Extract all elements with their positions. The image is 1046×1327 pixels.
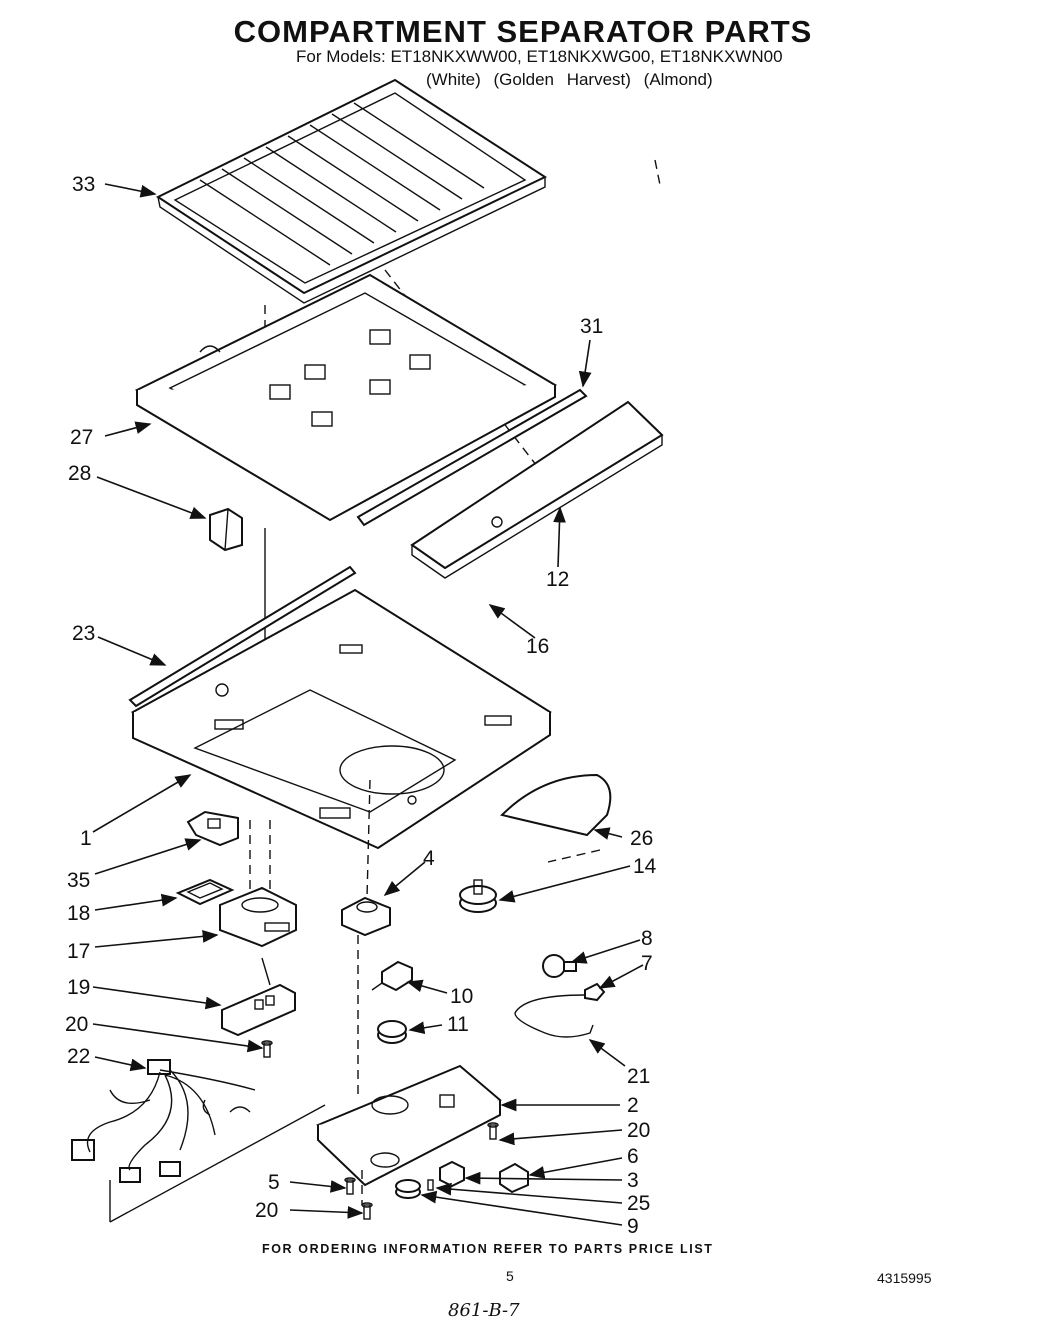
control-housing-part	[219, 886, 297, 948]
strip-part	[356, 388, 588, 527]
thermostat-control-part	[221, 957, 296, 1037]
callout-18: 18	[67, 902, 90, 925]
edge-strip-part	[128, 565, 357, 708]
callout-26: 26	[630, 827, 653, 850]
callout-25: 25	[627, 1192, 650, 1215]
callout-19: 19	[67, 976, 90, 999]
terminal-part	[439, 1160, 465, 1188]
page-number: 5	[506, 1268, 514, 1284]
color-variants: (White) (Golden Harvest) (Almond)	[426, 70, 713, 89]
callout-35: 35	[67, 869, 90, 892]
screw-part	[487, 1122, 499, 1140]
ordering-note: FOR ORDERING INFORMATION REFER TO PARTS …	[262, 1242, 714, 1256]
callout-20-right: 20	[627, 1119, 650, 1142]
callout-22: 22	[67, 1045, 90, 1068]
separator-pan-part	[130, 588, 552, 850]
damper-control-part	[341, 896, 391, 937]
callout-16: 16	[526, 635, 549, 658]
model-list: For Models: ET18NKXWW00, ET18NKXWG00, ET…	[296, 47, 783, 66]
callout-21: 21	[627, 1065, 650, 1088]
bezel-part	[175, 878, 235, 906]
callout-20-upper: 20	[65, 1013, 88, 1036]
screw-part	[261, 1040, 273, 1058]
callout-31: 31	[580, 315, 603, 338]
rivet-part	[427, 1179, 434, 1191]
damper-knob-part	[395, 1179, 421, 1199]
screw-part	[361, 1202, 373, 1220]
callout-14: 14	[633, 855, 657, 878]
callout-labels: 33 31 27 28 12 23 16 1 26 35 4 14 18 17 …	[65, 173, 657, 1238]
callout-10: 10	[450, 985, 473, 1008]
callout-28: 28	[68, 462, 91, 485]
callout-6: 6	[627, 1145, 639, 1168]
channel-part	[410, 400, 664, 579]
callout-7: 7	[641, 952, 653, 975]
callout-2: 2	[627, 1094, 639, 1117]
light-bulb-part	[542, 954, 577, 978]
control-housing-tray-part	[316, 1064, 502, 1205]
callout-9: 9	[627, 1215, 639, 1238]
switch-part	[371, 960, 413, 992]
grommet-part	[459, 879, 497, 913]
housing-clip-part	[186, 810, 239, 847]
shelf-frame-part	[134, 273, 558, 522]
callout-11: 11	[447, 1013, 469, 1036]
page-title: COMPARTMENT SEPARATOR PARTS	[233, 14, 813, 49]
callout-8: 8	[641, 927, 653, 950]
callout-20-lower: 20	[255, 1199, 278, 1222]
callout-3: 3	[627, 1169, 639, 1192]
handwritten-note: 861-B-7	[448, 1300, 520, 1321]
socket-wires-part	[514, 994, 594, 1038]
knob-part	[377, 1020, 407, 1044]
callout-17: 17	[67, 940, 90, 963]
shelf-grille-part	[155, 78, 548, 304]
callout-4: 4	[423, 847, 435, 870]
insulation-part	[500, 773, 612, 863]
light-socket-part	[584, 982, 606, 1002]
callout-23: 23	[72, 622, 95, 645]
callout-27: 27	[70, 426, 93, 449]
document-number: 4315995	[877, 1270, 932, 1286]
callout-1: 1	[80, 827, 92, 850]
callout-33: 33	[72, 173, 95, 196]
wiring-harness-part	[71, 1059, 326, 1223]
block-part	[209, 507, 243, 552]
callout-5: 5	[268, 1171, 280, 1194]
screw-part	[344, 1177, 356, 1195]
callout-12: 12	[546, 568, 569, 591]
leader-lines	[92, 183, 644, 1226]
